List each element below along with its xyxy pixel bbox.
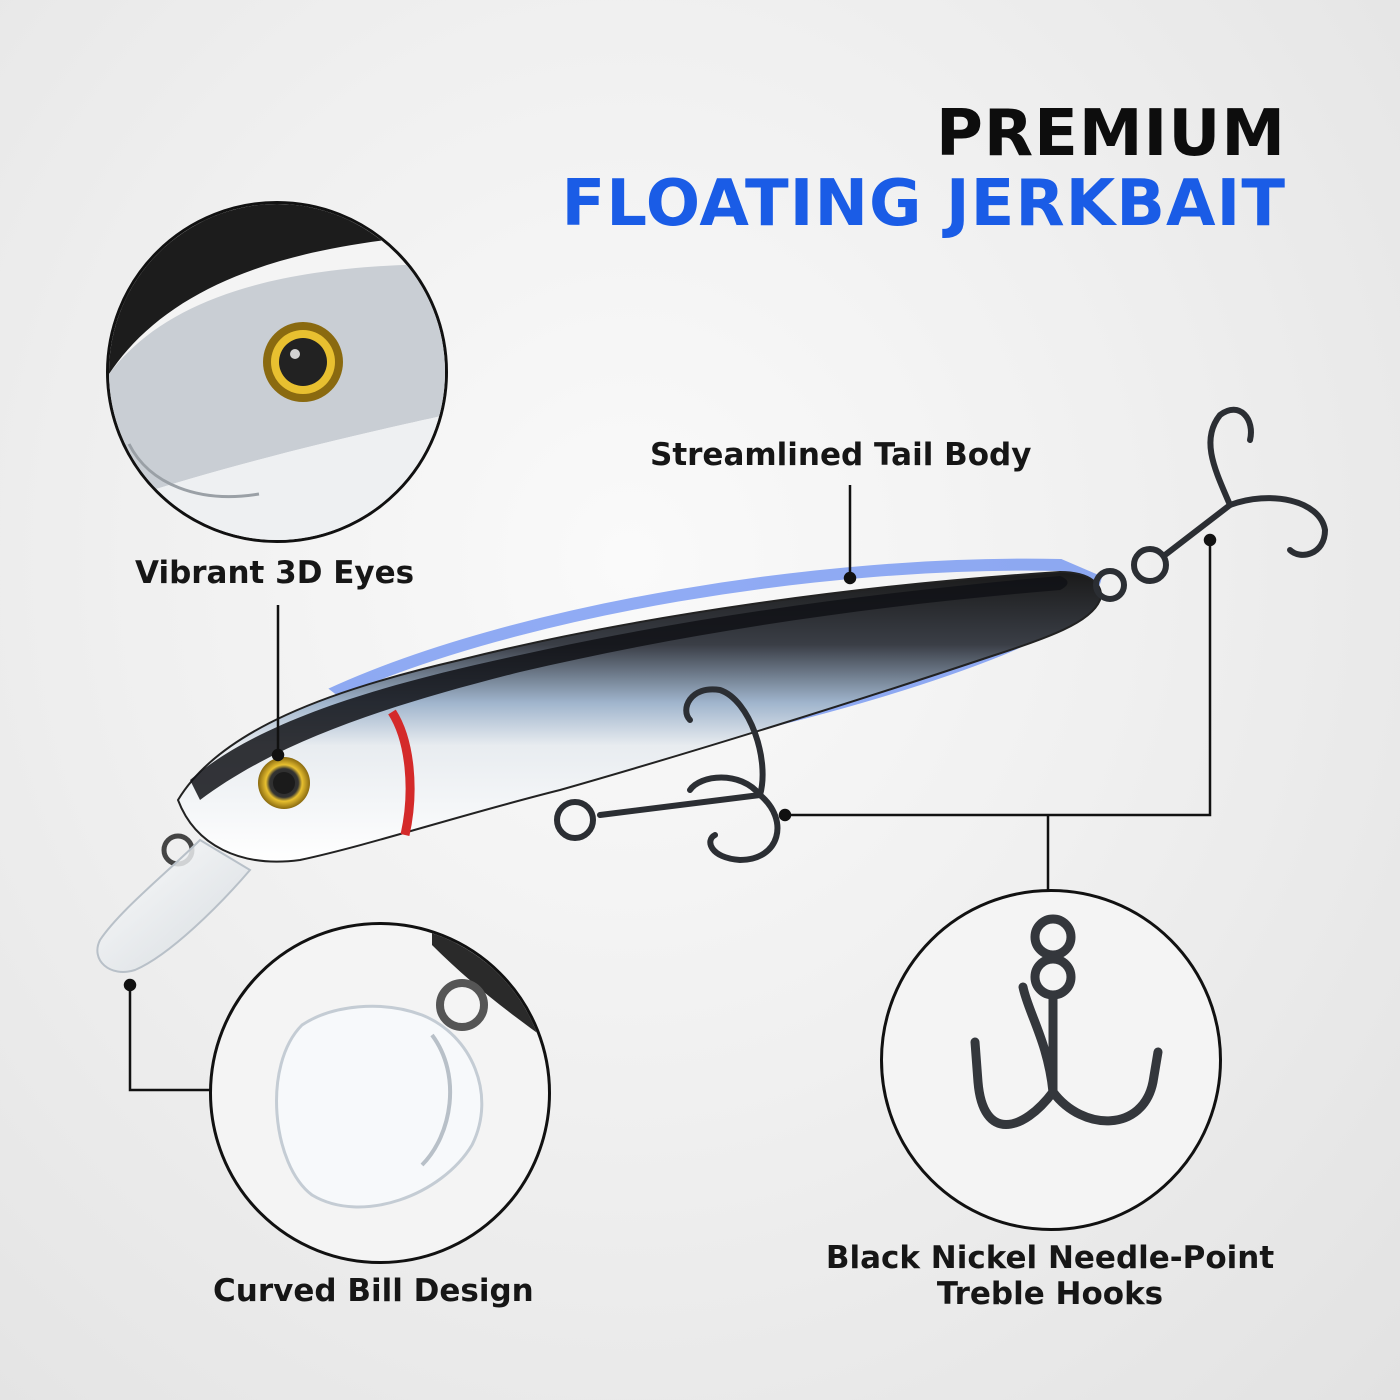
tail-treble-hook xyxy=(1093,406,1329,602)
page-title-primary: PREMIUM xyxy=(935,97,1286,171)
eye-detail-callout xyxy=(106,201,448,543)
label-treble-hooks: Black Nickel Needle-Point Treble Hooks xyxy=(810,1240,1290,1312)
gill-stripe xyxy=(388,709,415,836)
hook-closeup-image xyxy=(970,914,1163,1129)
eye-closeup-image xyxy=(109,204,445,540)
label-treble-hooks-line2: Treble Hooks xyxy=(936,1276,1164,1312)
label-vibrant-3d-eyes: Vibrant 3D Eyes xyxy=(135,555,415,591)
label-treble-hooks-line1: Black Nickel Needle-Point xyxy=(825,1240,1275,1276)
belly-treble-hook xyxy=(554,686,781,864)
callout-leader-lines xyxy=(123,485,1217,1092)
bill-detail-callout xyxy=(209,922,551,1264)
label-streamlined-tail-body: Streamlined Tail Body xyxy=(650,437,1032,473)
lure-bill xyxy=(96,838,252,973)
page-title-accent: FLOATING JERKBAIT xyxy=(561,167,1286,241)
label-curved-bill-design: Curved Bill Design xyxy=(213,1273,534,1309)
hook-detail-callout xyxy=(880,889,1222,1231)
bill-closeup-image xyxy=(275,925,548,1209)
